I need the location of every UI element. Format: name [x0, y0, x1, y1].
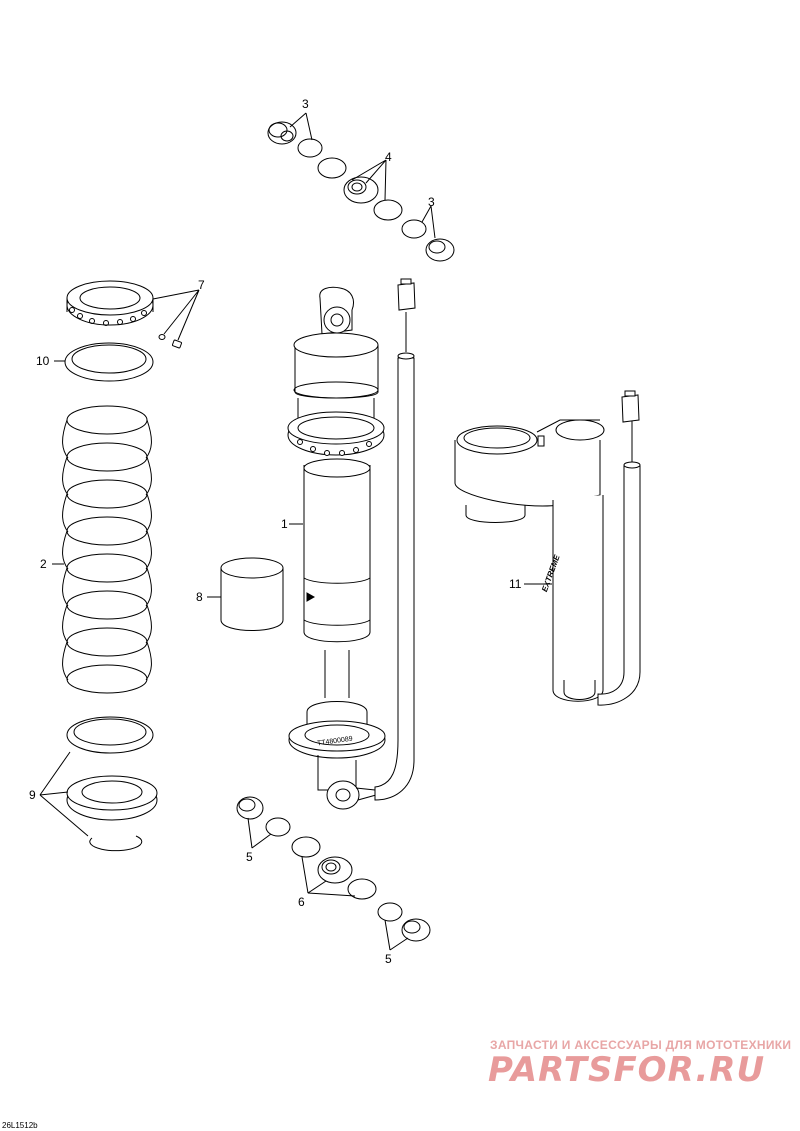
upper-bushing-right	[425, 238, 455, 262]
shock-absorber-body	[287, 286, 386, 810]
retaining-clip	[89, 835, 143, 852]
callout-3-upper: 3	[302, 97, 309, 111]
lower-ring-2	[291, 836, 321, 858]
spring-washer	[54, 342, 154, 382]
lower-ring-1	[265, 817, 291, 837]
rod-label-arrow	[306, 592, 316, 602]
upper-ring-3	[373, 199, 403, 221]
callout-4: 4	[385, 150, 392, 164]
callout-6: 6	[298, 895, 305, 909]
diagram-reference-code: 26L1512b	[2, 1121, 38, 1130]
callout-1: 1	[281, 517, 288, 531]
watermark-tagline: ЗАПЧАСТИ И АКСЕССУАРЫ ДЛЯ МОТОТЕХНИКИ	[490, 1038, 792, 1052]
upper-ring-2	[317, 157, 347, 179]
upper-ring-1	[297, 138, 323, 158]
shock-hose	[374, 278, 416, 801]
lower-bushing-left	[236, 796, 264, 820]
upper-spherical-bearing	[343, 176, 379, 204]
callout-5-upper: 5	[246, 850, 253, 864]
upper-ring-4	[401, 219, 427, 239]
callout-8: 8	[196, 590, 203, 604]
callout-9-leaders	[39, 751, 89, 837]
callout-3-lower: 3	[428, 195, 435, 209]
callout-7: 7	[198, 278, 205, 292]
callout-10: 10	[36, 354, 50, 368]
lower-ring-3	[347, 878, 377, 900]
lower-spring-washer	[66, 716, 154, 754]
piggyback-reservoir	[454, 419, 605, 702]
reservoir-hose	[597, 390, 641, 706]
callout-9: 9	[29, 788, 36, 802]
lower-bushing-set	[236, 796, 431, 951]
lower-spherical-bearing	[317, 856, 353, 884]
callout-11: 11	[509, 577, 522, 591]
sleeve	[220, 557, 284, 631]
lower-bushing-right	[401, 918, 431, 942]
lower-ring-4	[377, 902, 403, 922]
callout-5-lower: 5	[385, 952, 392, 966]
spring-adjuster-ring	[66, 280, 154, 326]
upper-bushing-set	[267, 112, 455, 262]
upper-bushing-left	[267, 121, 297, 145]
lower-spring-seat	[66, 775, 158, 821]
callout-2: 2	[40, 557, 47, 571]
watermark-logo: PARTSFOR.RU	[488, 1050, 766, 1090]
coil-spring	[52, 405, 152, 694]
set-screws	[152, 289, 200, 349]
